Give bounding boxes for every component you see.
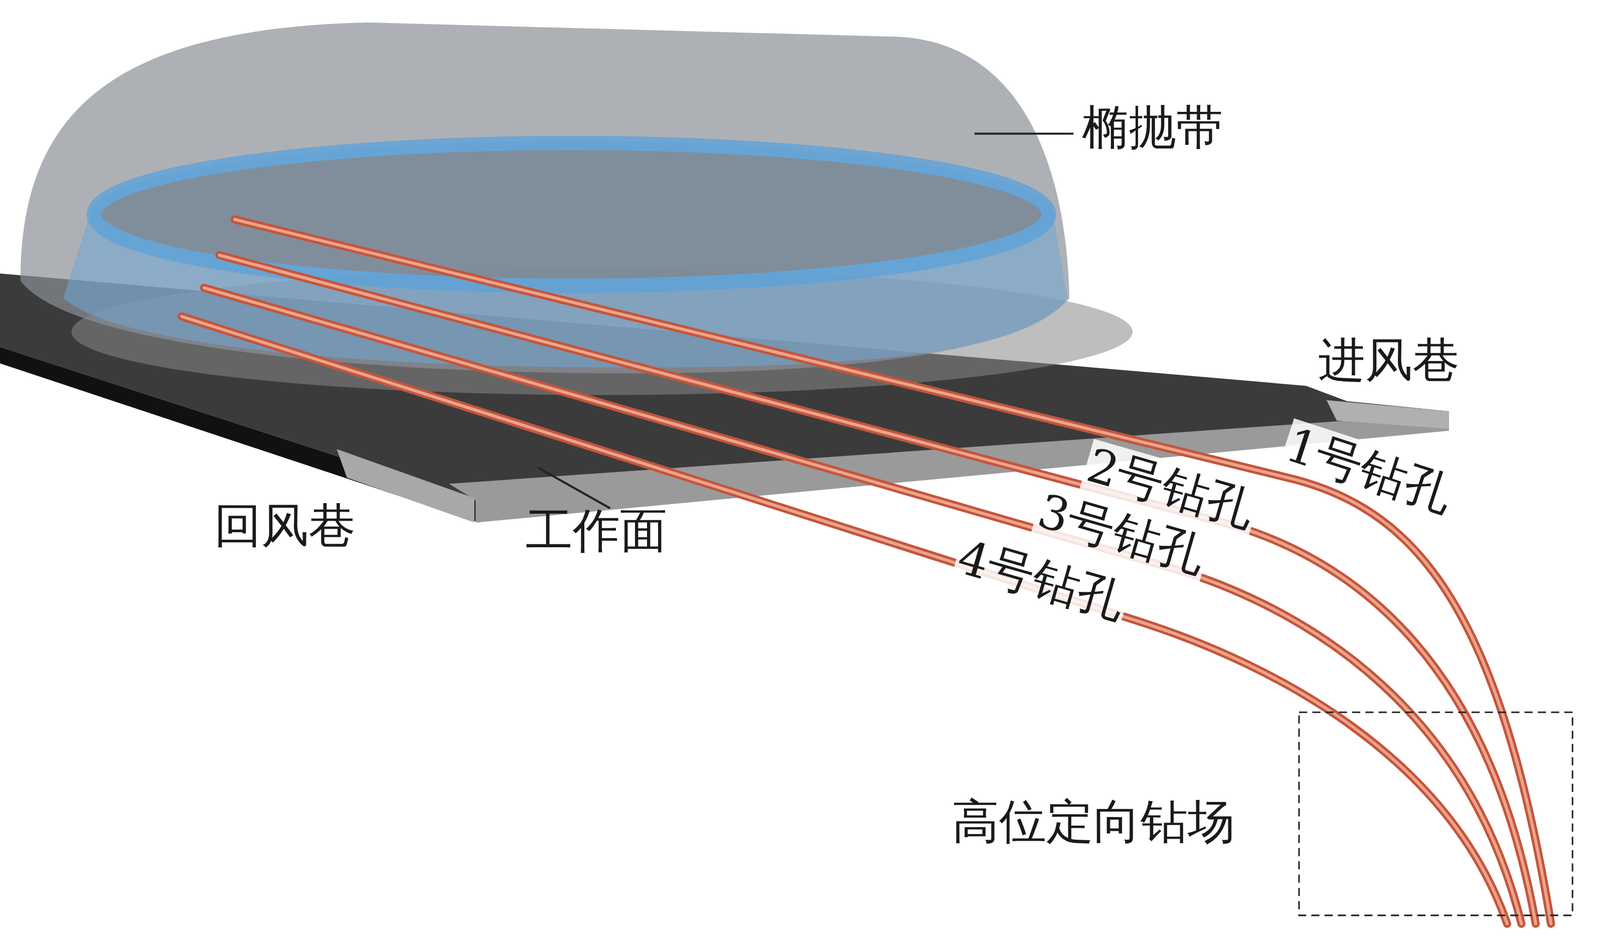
part-label: 椭抛带 bbox=[1081, 101, 1224, 154]
drill-site-label: 高位定向钻场 bbox=[951, 795, 1235, 848]
intake-roadway bbox=[1326, 400, 1450, 429]
return-roadway bbox=[336, 448, 475, 523]
drill-site-box: 高位定向钻场 bbox=[943, 711, 1574, 917]
leader-line bbox=[974, 132, 1074, 135]
boreholes bbox=[181, 219, 1551, 924]
part-label: 回风巷 bbox=[214, 500, 356, 552]
part-label: 进风巷 bbox=[1318, 334, 1460, 387]
part-label: 工作面 bbox=[525, 505, 668, 557]
ellipsoid-ring bbox=[93, 142, 1049, 286]
leader-line bbox=[537, 467, 610, 509]
caving-dome bbox=[20, 22, 1070, 374]
fracture-band bbox=[63, 140, 1068, 368]
